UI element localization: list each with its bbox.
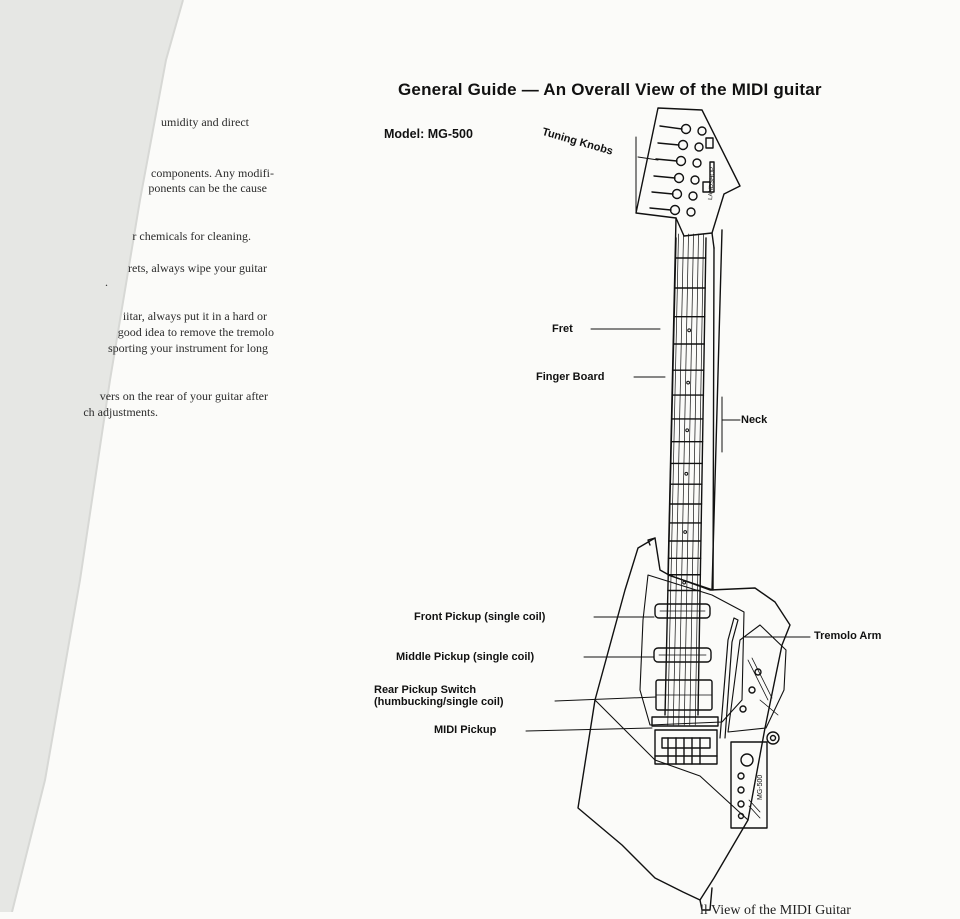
fret-marker [686,380,691,385]
tuning-knob [680,123,692,135]
tuning-knob [673,172,685,184]
left-page-line: rets, always wipe your guitar [128,261,267,275]
label-rear-pickup-switch: Rear Pickup Switch [374,684,477,696]
left-page-line: . [105,275,108,289]
left-page-line: vers on the rear of your guitar after [99,389,268,403]
left-page-line: ch adjustments. [83,405,158,419]
tuning-knob [675,155,687,167]
left-page-line: sporting your instrument for long [108,341,268,355]
label-midi-pickup: MIDI Pickup [434,724,497,736]
strings [667,233,704,726]
string [672,233,684,726]
label-finger-board: Finger Board [536,371,605,383]
left-page-line: ponents can be the cause [148,181,267,195]
label-fret: Fret [552,323,573,335]
volume-knob [766,731,780,745]
fret-marker [684,471,689,476]
body-panel-text: MG-500 [757,775,764,800]
label-rear-pickup-type: (humbucking/single coil) [374,696,504,708]
string [678,233,689,726]
front-pickup [654,603,711,619]
control-knob [748,686,756,694]
left-page-line: umidity and direct [161,115,249,129]
label-middle-pickup: Middle Pickup (single coil) [396,651,535,663]
string [689,233,699,726]
fret-marker [685,428,690,433]
midi-panel [730,741,768,829]
fret-marker [682,580,687,585]
control-knob [754,668,762,676]
bridge [654,729,718,765]
label-front-pickup: Front Pickup (single coil) [414,611,546,623]
middle-pickup [653,647,712,663]
headstock [635,107,741,237]
control-knob [739,705,747,713]
leader-lines [525,136,811,732]
midi-pickup [651,716,719,727]
label-tremolo-arm: Tremolo Arm [814,630,882,642]
left-page-line: r chemicals for cleaning. [132,229,251,243]
midi-panel-knob [740,753,754,767]
string [694,233,704,726]
fret-marker [687,328,692,333]
diagram-title: General Guide — An Overall View of the M… [398,80,822,99]
figure-caption: ll View of the MIDI Guitar [700,903,851,918]
frets [667,257,707,592]
headstock-text: LANDSHOP [708,167,716,200]
control-plate [727,624,787,733]
model-label: Model: MG-500 [384,127,473,141]
tuning-knobs [649,123,715,217]
left-page-line: components. Any modifi- [151,166,274,180]
string [683,233,694,726]
guitar-body [577,537,791,901]
pickguard [639,574,745,726]
left-page-line: iitar, always put it in a hard or [122,309,267,323]
label-neck: Neck [741,414,768,426]
tuning-knob [669,204,681,216]
left-page-line: good idea to remove the tremolo [117,325,274,339]
tremolo-arm [719,617,739,739]
string [667,233,679,726]
tuning-knob [671,188,683,200]
tuning-knob [677,139,689,151]
fret-marker [683,530,688,534]
